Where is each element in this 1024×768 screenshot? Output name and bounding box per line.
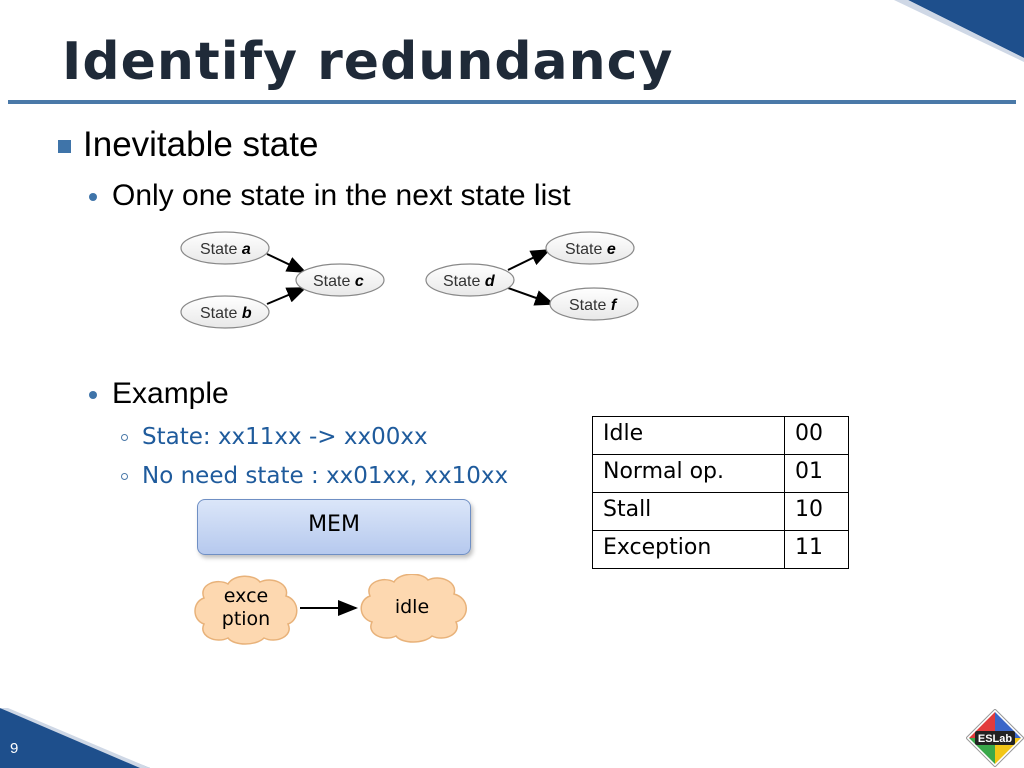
table-cell-code: 10 bbox=[784, 492, 849, 531]
arrow-a-to-c bbox=[266, 253, 307, 273]
corner-decoration-top-right bbox=[894, 0, 1024, 62]
slide-title: Identify redundancy bbox=[62, 32, 674, 92]
table-cell-code: 11 bbox=[784, 530, 849, 569]
svg-text:State a: State a bbox=[200, 241, 251, 258]
corner-decoration-bottom-left bbox=[0, 708, 150, 768]
svg-text:State e: State e bbox=[565, 241, 616, 258]
state-node-f: State f bbox=[549, 287, 639, 321]
arrow-b-to-c bbox=[266, 287, 307, 305]
state-node-e: State e bbox=[545, 231, 635, 265]
svg-text:ESLab: ESLab bbox=[978, 733, 1013, 745]
arrow-d-to-f bbox=[507, 287, 555, 306]
bullet-example: Example bbox=[112, 377, 229, 410]
bullet-no-need-state: No need state : xx01xx, xx10xx bbox=[142, 463, 509, 489]
bullet-inevitable-state: Inevitable state bbox=[83, 125, 319, 164]
table-row: Idle 00 bbox=[592, 416, 849, 455]
exception-to-idle-diagram: exce ption idle bbox=[194, 574, 467, 645]
bullet-only-one-state: Only one state in the next state list bbox=[112, 179, 571, 212]
state-transition-diagram: State a State b State c State d State e … bbox=[180, 231, 639, 329]
table-row: Stall 10 bbox=[592, 492, 849, 531]
dot-bullet-icon bbox=[89, 391, 97, 399]
circle-bullet-icon bbox=[121, 473, 128, 480]
arrow-d-to-e bbox=[507, 249, 551, 271]
state-node-c: State c bbox=[295, 263, 385, 297]
idle-cloud: idle bbox=[360, 574, 467, 643]
state-encoding-table: Idle 00 Normal op. 01 Stall 10 Exception… bbox=[592, 416, 849, 569]
table-row: Exception 11 bbox=[592, 530, 849, 569]
state-node-b: State b bbox=[180, 295, 270, 329]
eslab-logo: ESLab bbox=[966, 709, 1024, 767]
table-cell-code: 01 bbox=[784, 454, 849, 493]
state-node-a: State a bbox=[180, 231, 270, 265]
svg-text:ption: ption bbox=[222, 608, 270, 630]
mem-box: MEM bbox=[197, 499, 471, 555]
table-row: Normal op. 01 bbox=[592, 454, 849, 493]
circle-bullet-icon bbox=[121, 434, 128, 441]
svg-text:State b: State b bbox=[200, 305, 252, 322]
exception-cloud: exce ption bbox=[194, 575, 298, 645]
table-cell-state: Stall bbox=[592, 492, 785, 531]
table-cell-state: Normal op. bbox=[592, 454, 785, 493]
page-number: 9 bbox=[10, 740, 19, 757]
state-node-d: State d bbox=[425, 263, 515, 297]
svg-text:State f: State f bbox=[569, 297, 618, 314]
table-cell-state: Idle bbox=[592, 416, 785, 455]
bullet-state-change: State: xx11xx -> xx00xx bbox=[142, 424, 428, 450]
title-underline bbox=[8, 100, 1016, 104]
table-cell-code: 00 bbox=[784, 416, 849, 455]
dot-bullet-icon bbox=[89, 193, 97, 201]
table-cell-state: Exception bbox=[592, 530, 785, 569]
square-bullet-icon bbox=[58, 140, 71, 153]
svg-text:State d: State d bbox=[443, 273, 496, 290]
svg-text:exce: exce bbox=[224, 585, 268, 607]
svg-text:State c: State c bbox=[313, 273, 364, 290]
svg-text:idle: idle bbox=[395, 596, 429, 618]
